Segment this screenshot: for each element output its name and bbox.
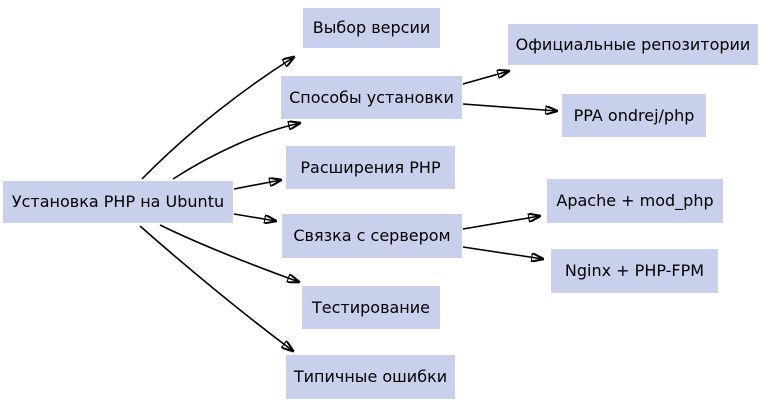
node-svyazka-s-serverom: Связка с сервером bbox=[282, 214, 462, 258]
node-vybor-versii: Выбор версии bbox=[303, 8, 440, 48]
node-testirovanie: Тестирование bbox=[302, 286, 440, 329]
node-sposoby-ustanovki: Способы установки bbox=[281, 76, 462, 119]
edge-root-to-version bbox=[141, 57, 294, 180]
node-ofitsialnye-repozitorii: Официальные репозитории bbox=[508, 24, 758, 65]
edge-root-to-errors bbox=[139, 225, 293, 351]
edge-server-to-nginx bbox=[462, 246, 543, 259]
edge-root-to-server bbox=[233, 213, 276, 221]
edge-install-to-ppa bbox=[462, 103, 557, 111]
node-nginx-php-fpm: Nginx + PHP-FPM bbox=[551, 249, 718, 293]
node-root-ustanovka-php: Установка PHP на Ubuntu bbox=[3, 181, 233, 223]
node-ppa-ondrej-php: PPA ondrej/php bbox=[562, 94, 706, 137]
edge-root-to-install bbox=[172, 123, 300, 180]
edge-root-to-testing bbox=[159, 224, 299, 282]
edge-root-to-extensions bbox=[233, 180, 281, 190]
node-rasshireniya-php: Расширения PHP bbox=[286, 146, 455, 189]
node-tipichnye-oshibki: Типичные ошибки bbox=[286, 355, 455, 399]
node-apache-mod-php: Apache + mod_php bbox=[547, 179, 723, 223]
edge-server-to-apache bbox=[462, 216, 540, 230]
edge-install-to-official bbox=[462, 71, 509, 85]
